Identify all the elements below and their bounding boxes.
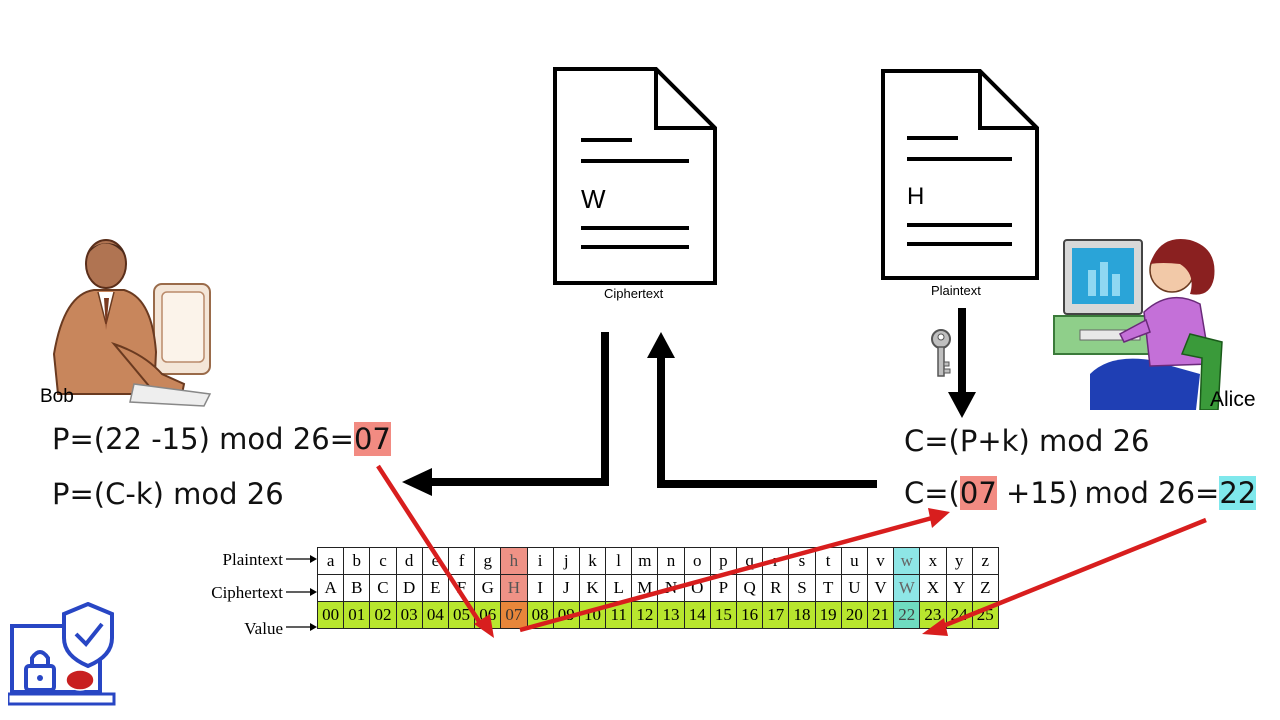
cipher-cell-21: V [866,574,895,602]
plain-cell-21: v [866,547,895,575]
encrypt-down-arrowhead [948,392,976,418]
cipher-cell-25: Z [971,574,999,602]
plaintext-row: abcdefghijklmnopqrstuvwxyz [316,547,999,575]
cipher-cell-9: J [552,574,580,602]
key-icon [931,329,951,377]
bob-equation-2: P=(C-k) mod 26 [52,477,284,511]
alice-result-highlight: 22 [1219,476,1257,510]
value-cell-20: 20 [840,601,868,629]
bob-label: Bob [40,386,74,407]
security-logo-icon [8,602,116,706]
row-label-value: Value [244,619,283,638]
alice-equation-2-mid: +15) [996,476,1079,510]
value-cell-7: 07 [500,601,528,629]
row-label-ciphertext: Ciphertext [211,583,283,602]
alice-illustration [1053,239,1223,410]
plain-cell-9: j [552,547,580,575]
to-bob-arrowhead [402,468,432,496]
value-cell-16: 16 [735,601,764,629]
bob-illustration [52,239,212,407]
plain-cell-3: d [395,547,423,575]
value-cell-21: 21 [866,601,895,629]
alice-equation-1: C=(P+k) mod 26 [904,424,1150,458]
value-cell-19: 19 [814,601,842,629]
value-cell-15: 15 [709,601,738,629]
value-cell-1: 01 [343,601,371,629]
row-label-plaintext: Plaintext [222,550,283,569]
plaintext-document-letter: H [907,183,925,210]
plaintext-document-icon [881,69,1039,280]
table-to-alice-arrow [519,515,933,633]
shift-cipher-table: abcdefghijklmnopqrstuvwxyz ABCDEFGHIJKLM… [316,547,999,629]
to-ciphertext-arrowhead [647,332,675,358]
cipher-cell-0: A [316,574,345,602]
alice-equation-2-prefix: C=( [904,476,960,510]
cipher-cell-7: H [500,574,528,602]
to-ciphertext-line [657,356,877,488]
plain-cell-13: n [657,547,685,575]
alice-result-to-table-arrow [937,517,1207,631]
alice-label: Alice [1210,388,1256,411]
bob-equation-1: P=(22 -15) mod 26=07 [52,422,391,456]
ciphertext-document-icon [553,67,717,285]
ciphertext-document-letter: W [581,184,606,214]
plain-cell-25: z [971,547,999,575]
plain-cell-24: y [945,547,973,575]
plain-cell-5: f [447,547,476,575]
plain-cell-7: h [500,547,528,575]
value-cell-4: 04 [421,601,449,629]
to-bob-line [428,332,609,486]
value-cell-0: 00 [316,601,345,629]
bob-result-to-table-arrow [376,464,484,628]
value-cell-17: 17 [762,601,790,629]
alice-equation-2-mod: mod 26= [1084,476,1220,510]
ciphertext-caption: Ciphertext [604,286,664,301]
plain-cell-2: c [369,547,397,575]
row-label-arrows [286,555,317,631]
plain-cell-20: u [840,547,868,575]
alice-plain-value-highlight: 07 [959,476,997,510]
cipher-cell-10: K [578,574,607,602]
cipher-cell-6: G [474,574,502,602]
plain-cell-0: a [316,547,345,575]
ciphertext-row: ABCDEFGHIJKLMNOPQRSTUVWXYZ [316,574,999,602]
value-cell-18: 18 [788,601,816,629]
bob-result-highlight: 07 [353,422,391,456]
plaintext-caption: Plaintext [931,283,981,298]
value-cell-22: 22 [893,601,921,629]
value-cell-3: 03 [395,601,423,629]
value-cell-2: 02 [369,601,397,629]
bob-equation-1-prefix: P=(22 -15) mod 26= [52,422,354,456]
alice-equation-2: C=(07 +15)mod 26=22 [904,476,1257,510]
